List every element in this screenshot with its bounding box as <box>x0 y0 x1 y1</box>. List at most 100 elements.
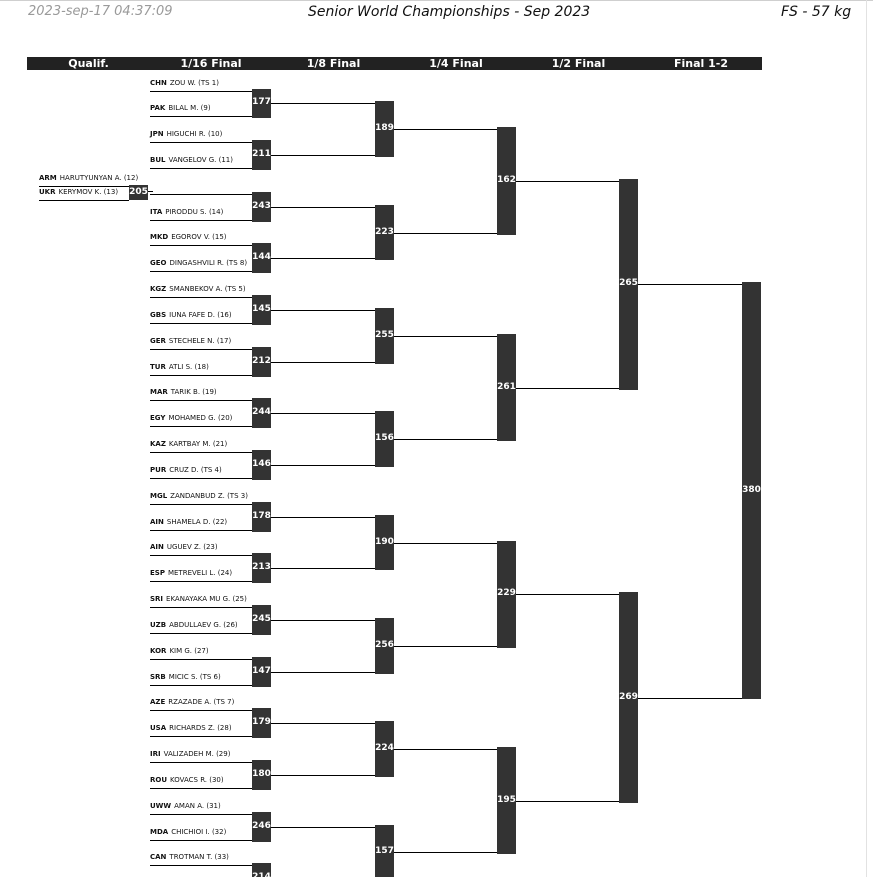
r32-bout-box <box>252 501 271 532</box>
sf-connector <box>638 697 742 699</box>
r32-bout-number: 145 <box>252 304 271 315</box>
country-code: PAK <box>150 104 166 113</box>
r32-bout-number: 144 <box>252 252 271 263</box>
qf-connector <box>516 387 619 389</box>
athlete-name: TROTMAN T. (33) <box>169 853 229 862</box>
athlete-name: DINGASHVILI R. (TS 8) <box>169 259 248 268</box>
country-code: MAR <box>150 388 168 397</box>
r32-bout-box <box>252 656 271 687</box>
qf-bout-box <box>497 540 516 648</box>
r32-bout-number: 246 <box>252 820 271 831</box>
r16-connector <box>394 335 497 337</box>
country-code: KAZ <box>150 440 166 449</box>
athlete-name: IUNA FAFE D. (16) <box>169 310 232 319</box>
r32-bout-number: 213 <box>252 562 271 573</box>
r32-bout-number: 180 <box>252 768 271 779</box>
report-timestamp: 2023-sep-17 04:37:09 <box>28 4 173 19</box>
country-code: SRB <box>150 672 166 681</box>
country-code: KOR <box>150 646 167 655</box>
athlete-name: TARIK B. (19) <box>170 388 217 397</box>
r32-bout-number: 146 <box>252 459 271 470</box>
weight-category: FS - 57 kg <box>781 4 852 20</box>
qualif-bout-number: 205 <box>129 187 148 197</box>
qf-bout-box <box>497 333 516 442</box>
athlete-name: VANGELOV G. (11) <box>168 155 233 164</box>
r16-bout-box <box>375 411 394 468</box>
athlete-name: STECHELE N. (17) <box>168 336 232 345</box>
r16-connector <box>394 129 497 131</box>
country-code: AZE <box>150 698 166 707</box>
athlete-name: ZANDANBUD Z. (TS 3) <box>170 491 248 500</box>
qf-connector <box>516 800 619 802</box>
athlete-name: ABDULLAEV G. (26) <box>169 620 238 629</box>
r16-bout-box <box>375 101 394 158</box>
r16-connector <box>394 852 497 854</box>
sf-bout-number: 265 <box>619 278 638 289</box>
sf-bout-box <box>619 592 638 803</box>
r32-connector <box>271 774 375 776</box>
r32-bout-box <box>252 295 271 325</box>
country-code: USA <box>150 724 167 733</box>
country-code: PUR <box>150 465 167 474</box>
r32-bout-box <box>252 605 271 635</box>
r16-connector <box>394 232 497 234</box>
r32-bout-number: 179 <box>252 717 271 728</box>
athlete-name: UGUEV Z. (23) <box>166 543 218 552</box>
round-header-bar: Qualif. 1/16 Final 1/8 Final 1/4 Final 1… <box>27 57 762 70</box>
r32-bout-box <box>252 553 271 584</box>
r32-bout-number: 178 <box>252 510 271 521</box>
r16-connector <box>394 439 497 441</box>
athlete-name: AMAN A. (31) <box>174 801 221 810</box>
r32-connector <box>271 206 375 208</box>
r16-bout-number: 157 <box>375 846 394 857</box>
athlete-name: RZAZADE A. (TS 7) <box>168 698 235 707</box>
qf-bout-number: 229 <box>497 588 516 599</box>
r32-bout-box <box>252 191 271 222</box>
athlete-name: SHAMELA D. (22) <box>166 517 228 526</box>
country-code: GBS <box>150 310 167 319</box>
r32-connector <box>271 516 375 518</box>
country-code: UWW <box>150 801 172 810</box>
country-code: GER <box>150 336 166 345</box>
country-code: TUR <box>150 362 166 371</box>
athlete-name: ATLI S. (18) <box>168 362 209 371</box>
r32-bout-box <box>252 346 271 377</box>
athlete-name: KOVACS R. (30) <box>170 775 224 784</box>
page-top-border <box>0 0 873 1</box>
r16-bout-box <box>375 721 394 777</box>
athlete-name: EKANAYAKA MU G. (25) <box>166 595 247 604</box>
athlete-name: KARTBAY M. (21) <box>168 440 228 449</box>
r32-bout-number: 211 <box>252 149 271 160</box>
athlete-name: ZOU W. (TS 1) <box>169 78 219 87</box>
country-code: ARM <box>39 174 57 182</box>
r32-bout-box <box>252 863 271 877</box>
r16-bout-box <box>375 824 394 877</box>
qualif-bout-box <box>129 185 148 200</box>
r32-bout-number: 244 <box>252 407 271 418</box>
country-code: EGY <box>150 414 166 423</box>
country-code: AIN <box>150 517 164 526</box>
r16-bout-box <box>375 204 394 261</box>
qf-bout-number: 195 <box>497 794 516 805</box>
athlete-name: HARUTYUNYAN A. (12) <box>59 174 139 182</box>
sf-bout-number: 269 <box>619 691 638 702</box>
country-code: MGL <box>150 491 168 500</box>
r32-connector <box>271 620 375 621</box>
r32-bout-number: 147 <box>252 665 271 676</box>
athlete-name: METREVELI L. (24) <box>167 569 233 578</box>
